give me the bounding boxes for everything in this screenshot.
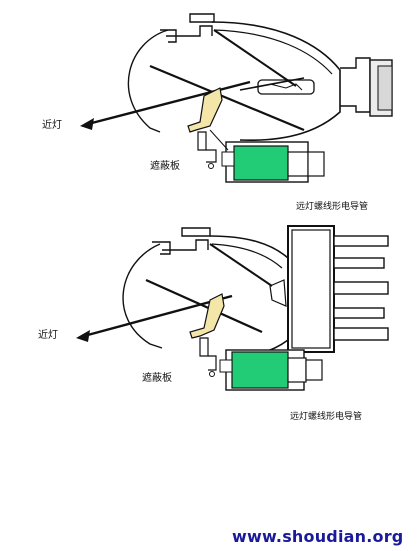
bottom-lens <box>122 243 163 349</box>
bottom-solenoid-label: 远灯螺线形电导管 <box>290 412 363 422</box>
top-solenoid-label: 远灯螺线形电导管 <box>296 202 369 212</box>
bottom-low-beam-label: 近灯 <box>38 330 58 341</box>
top-low-beam-label: 近灯 <box>42 120 62 131</box>
top-reflector <box>211 21 341 142</box>
bottom-shield-label: 遮蔽板 <box>142 373 172 384</box>
bottom-solenoid <box>231 351 289 389</box>
bottom-low-beam-arrow <box>76 330 90 342</box>
bottom-heatsink-fin <box>333 235 389 247</box>
top-solenoid <box>233 145 289 181</box>
site-watermark: www.shoudian.org <box>232 527 404 546</box>
bottom-shield <box>189 293 225 339</box>
top-low-beam-arrow <box>80 118 94 130</box>
top-lens <box>127 29 169 133</box>
bottom-bulb-block <box>287 225 335 353</box>
top-shield-label: 遮蔽板 <box>150 161 180 172</box>
top-shield <box>187 87 223 133</box>
